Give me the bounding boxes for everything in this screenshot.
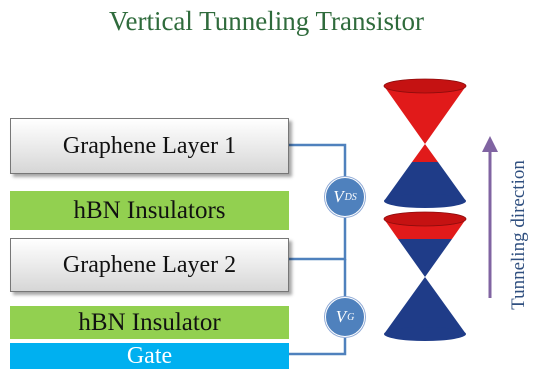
wire-graphene1-vds	[289, 143, 347, 177]
hbn-insulators-layer: hBN Insulators	[10, 191, 289, 230]
tunneling-direction-label: Tunneling direction	[508, 160, 529, 310]
graphene-layer-1-label: Graphene Layer 1	[62, 132, 237, 159]
cone-top-upper-rim	[383, 78, 467, 94]
graphene-layer-2-label: Graphene Layer 2	[62, 251, 237, 278]
hbn-insulator-label: hBN Insulator	[78, 308, 221, 336]
vds-symbol: V	[333, 187, 344, 206]
cone-top-lower-rim	[384, 194, 466, 208]
dirac-cone-top	[383, 78, 467, 208]
cone-top-lower-red	[412, 144, 438, 162]
cone-bottom-lower-blue	[384, 277, 466, 334]
cone-bottom-upper-blue	[398, 239, 452, 277]
cone-top-lower-blue	[384, 162, 466, 201]
gate-layer: Gate	[10, 343, 289, 369]
wire-vg-gate	[289, 338, 347, 356]
hbn-insulator-layer: hBN Insulator	[10, 306, 289, 339]
cone-top-upper-red	[384, 86, 466, 144]
dirac-cone-bottom	[383, 211, 467, 341]
vg-subscript: G	[347, 311, 355, 323]
cone-bottom-upper-rim	[383, 211, 467, 227]
hbn-insulators-label: hBN Insulators	[73, 196, 226, 224]
vg-symbol: V	[335, 307, 347, 326]
wire-vds-graphene2	[289, 218, 347, 261]
tunneling-arrow	[482, 136, 498, 298]
diagram-title: Vertical Tunneling Transistor	[108, 6, 425, 36]
gate-label: Gate	[126, 342, 173, 369]
graphene-layer-2: Graphene Layer 2	[10, 238, 289, 292]
cone-bottom-lower-rim	[384, 327, 466, 341]
graphene-layer-1: Graphene Layer 1	[10, 118, 289, 174]
tunneling-arrow-head	[482, 136, 498, 152]
vds-subscript: DS	[344, 191, 357, 203]
